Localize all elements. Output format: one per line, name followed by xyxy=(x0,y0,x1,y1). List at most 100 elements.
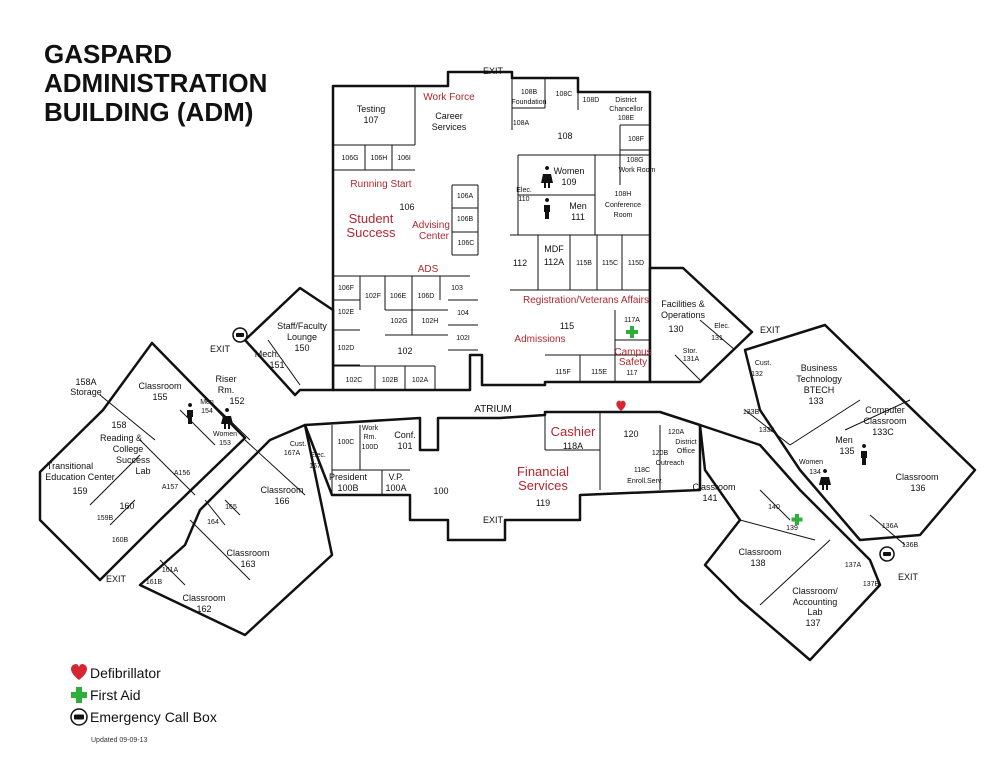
east-wing-outline xyxy=(743,323,977,542)
ads-label: ADS xyxy=(418,264,439,275)
room-115-label: 115 xyxy=(560,321,574,331)
exit-labels: EXIT EXIT EXIT EXIT EXIT EXIT xyxy=(106,66,919,584)
room-160-label: 160 xyxy=(119,501,134,511)
room-115f-label: 115F xyxy=(555,369,570,376)
exit-southeast-label: EXIT xyxy=(898,572,919,582)
room-106a-label: 106A xyxy=(457,193,474,200)
advising-center-label-2: Center xyxy=(419,231,450,242)
interior-walls xyxy=(89,78,911,606)
room-139-label: 139 xyxy=(786,525,798,532)
room-100c-label: 100C xyxy=(338,439,355,446)
exit-west-label: EXIT xyxy=(210,344,231,354)
first-aid-icon xyxy=(626,326,638,338)
room-106b-label: 106B xyxy=(457,216,474,223)
men-icon xyxy=(187,403,193,424)
campus-safety-label-2: Safety xyxy=(619,357,647,368)
room-102f-label: 102F xyxy=(365,293,381,300)
room-106f-label: 106F xyxy=(338,285,354,292)
room-103-label: 103 xyxy=(451,285,463,292)
south-block-outline xyxy=(303,410,702,542)
room-167a-label: Cust.167A xyxy=(284,441,306,457)
room-106g-label: 106G xyxy=(341,155,358,162)
room-115e-label: 115E xyxy=(591,369,607,376)
southeast-wing-outline xyxy=(698,423,882,662)
men-icon xyxy=(861,444,867,465)
lounge-wing-outline xyxy=(243,286,335,397)
defibrillator-icon xyxy=(71,663,87,680)
room-133a-label: 133A xyxy=(759,427,776,434)
running-start-label: Running Start xyxy=(350,179,411,190)
exit-north-label: EXIT xyxy=(483,66,504,76)
room-112-label: 112 xyxy=(513,258,527,268)
updated-date: Updated 09-09-13 xyxy=(91,737,148,744)
room-136b-label: 136B xyxy=(902,542,919,549)
room-137b-label: 137B xyxy=(863,581,880,588)
southwest-wing-outline xyxy=(138,423,334,637)
room-161b-label: 161B xyxy=(146,579,163,586)
map-title-line-3: BUILDING (ADM) xyxy=(44,97,253,127)
room-102e-label: 102E xyxy=(338,309,355,316)
room-115c-label: 115C xyxy=(602,260,618,267)
room-132-label: Cust.132 xyxy=(751,360,771,378)
legend: Defibrillator First Aid Emergency Call B… xyxy=(70,663,217,744)
room-108g-label: 108G xyxy=(626,157,643,164)
women-icon xyxy=(541,166,553,188)
legend-defibrillator: Defibrillator xyxy=(90,665,161,681)
room-102h-label: 102H xyxy=(422,318,439,325)
room-106e-label: 106E xyxy=(390,293,407,300)
financial-services-label: Financial xyxy=(517,464,569,479)
room-102c-label: 102C xyxy=(346,377,363,384)
first-aid-icon xyxy=(71,687,87,703)
map-title-line-1: GASPARD xyxy=(44,39,172,69)
room-106-label: 106 xyxy=(399,202,414,212)
workforce-label: Work Force xyxy=(423,92,475,103)
room-115b-label: 115B xyxy=(576,260,592,267)
room-110-label: Elec.110 xyxy=(516,187,532,203)
room-106h-label: 106H xyxy=(371,155,388,162)
facilities-wing-outline xyxy=(648,266,754,384)
women-icon xyxy=(221,408,233,429)
room-137a-label: 137A xyxy=(845,562,862,569)
room-108f-label: 108F xyxy=(628,136,644,143)
room-120-label: 120 xyxy=(623,429,638,439)
room-117a-label: 117A xyxy=(624,317,640,324)
student-success-label-2: Success xyxy=(346,225,396,240)
room-108-label: 108 xyxy=(557,131,572,141)
room-131a-label: Stor.131A xyxy=(683,348,700,363)
room-159b-label: 159B xyxy=(97,515,114,522)
restroom-icons xyxy=(187,166,867,490)
first-aid-icon xyxy=(791,514,803,525)
room-106c-label: 106C xyxy=(458,240,475,247)
room-117-label: 117 xyxy=(626,370,637,377)
work-room-label: Work Room xyxy=(619,167,656,174)
room-102d-label: 102D xyxy=(338,345,355,352)
room-102i-label: 102I xyxy=(456,335,470,342)
defibrillator-icon xyxy=(616,400,626,411)
room-106i-label: 106I xyxy=(397,155,411,162)
exit-southwest-label: EXIT xyxy=(106,574,127,584)
women-icon xyxy=(819,469,831,490)
